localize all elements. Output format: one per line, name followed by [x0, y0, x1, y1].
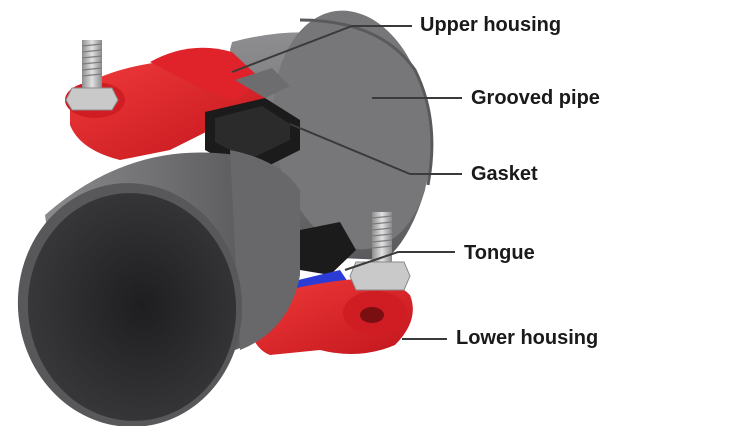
- upper-bolt: [65, 40, 119, 111]
- leader-upper-housing: [231, 25, 412, 73]
- grooved-pipe-front: [17, 150, 300, 426]
- leader-lines: [231, 25, 462, 340]
- label-lower-housing: Lower housing: [456, 327, 599, 349]
- label-grooved-pipe: Grooved pipe: [471, 87, 600, 109]
- leader-gasket: [289, 123, 462, 175]
- label-gasket: Gasket: [471, 163, 538, 185]
- label-tongue: Tongue: [464, 242, 535, 264]
- label-upper-housing: Upper housing: [420, 14, 562, 36]
- lower-bolt: [349, 212, 411, 291]
- leader-tongue: [344, 251, 455, 271]
